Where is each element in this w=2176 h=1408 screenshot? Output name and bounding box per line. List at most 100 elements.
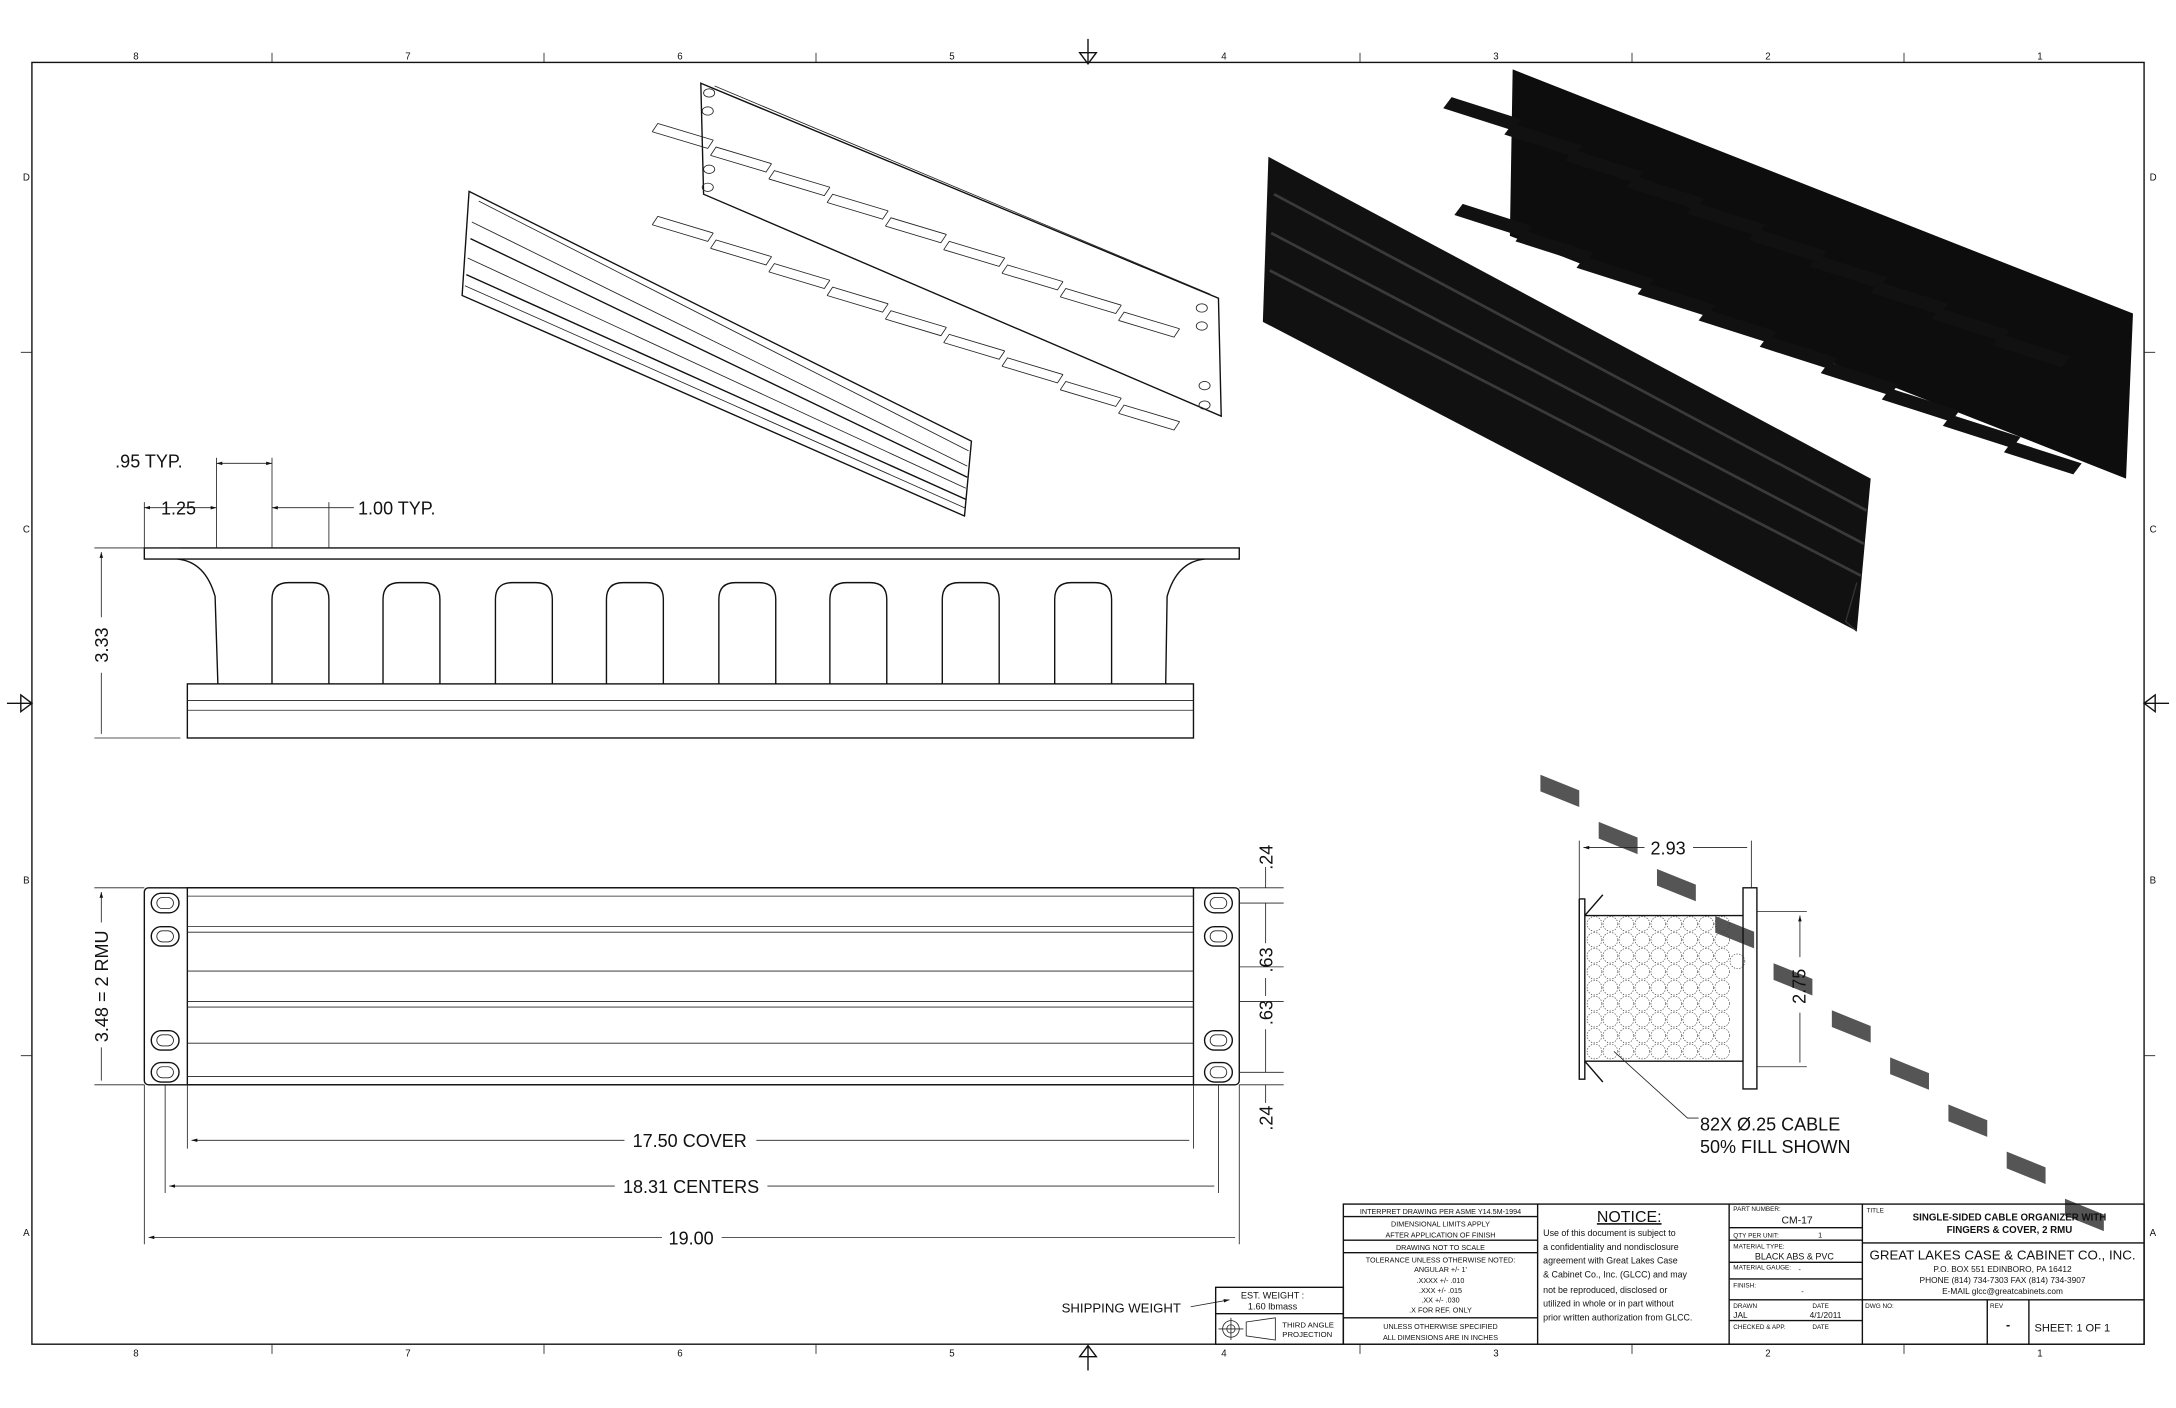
render-finger-lower (1515, 230, 1594, 264)
mounting-slot-inner (1209, 930, 1228, 943)
cable-circle (1602, 995, 1619, 1012)
render-slot (1948, 1104, 1988, 1137)
tolerance-angular: ANGULAR +/- 1' (1414, 1265, 1467, 1274)
finger-duct-isometric (651, 82, 1222, 431)
qty-value: 1 (1818, 1230, 1822, 1239)
cable-circle (1666, 948, 1683, 964)
render-finger-lower (1698, 309, 1777, 343)
cable-circle (1682, 1011, 1698, 1028)
cable-circle (1682, 1043, 1698, 1060)
cable-circle (1634, 964, 1651, 980)
interpret-note: INTERPRET DRAWING PER ASME Y14.5M-1994 (1360, 1207, 1521, 1216)
cable-circle (1698, 916, 1714, 932)
iso-mounting-hole (1195, 321, 1208, 331)
isometric-line-view (461, 82, 1222, 518)
iso-finger-upper (943, 240, 1006, 267)
iso-mounting-hole (703, 88, 716, 98)
zone-labels: 8 7 6 5 4 3 2 1 8 7 6 5 4 3 2 1 D C B A … (23, 52, 2157, 1360)
cable-circle (1729, 953, 1746, 970)
title-line1: SINGLE-SIDED CABLE ORGANIZER WITH (1913, 1213, 2107, 1224)
company-phone: PHONE (814) 734-7303 FAX (814) 734-3907 (1920, 1275, 2086, 1285)
render-finger-lower (1820, 362, 1899, 396)
zone-col-5: 5 (949, 52, 954, 63)
zone-col-2: 2 (1765, 52, 1770, 63)
notice-line: Use of this document is subject to (1543, 1228, 1676, 1238)
cable-circle (1618, 932, 1635, 948)
iso-finger-upper (826, 193, 889, 220)
cable-circle (1618, 1011, 1635, 1028)
cable-circle (1698, 1011, 1714, 1028)
iso-finger-upper (651, 122, 714, 149)
dim-rmu-height: 3.48 = 2 RMU (92, 930, 112, 1042)
cable-circle (1586, 1043, 1603, 1060)
iso-finger-lower (1059, 380, 1122, 407)
limits-line1: DIMENSIONAL LIMITS APPLY (1391, 1219, 1490, 1228)
cable-circle (1666, 964, 1683, 980)
dim-end-offset: 1.25 (161, 499, 196, 519)
finger-slot (829, 581, 888, 684)
cable-circle (1602, 1011, 1619, 1028)
render-finger-upper (1687, 202, 1766, 236)
projection-line2: PROJECTION (1282, 1330, 1332, 1339)
mounting-slot-inner (156, 897, 174, 910)
cable-circle (1634, 1043, 1651, 1060)
dim-overall-length: 19.00 (669, 1228, 714, 1248)
shipping-weight-block: SHIPPING WEIGHT EST. WEIGHT : 1.60 lbmas… (1062, 1286, 1345, 1345)
rev-label: REV (1990, 1303, 2004, 1310)
sheet-border (6, 38, 2170, 1371)
render-finger-upper (1931, 307, 2010, 342)
checked-date-label: DATE (1812, 1324, 1829, 1331)
finish-label: FINISH: (1733, 1282, 1756, 1289)
dim-slot-width: 1.00 TYP. (358, 499, 435, 519)
render-finger-lower (1637, 282, 1716, 317)
iso-mounting-hole (701, 182, 714, 192)
render-finger-upper (1626, 176, 1705, 210)
cable-circle (1698, 1043, 1714, 1060)
mounting-slot-inner (156, 930, 174, 943)
cable-circle (1634, 1027, 1651, 1044)
dim-side-width: 2.93 (1651, 839, 1686, 859)
zone-col-3: 3 (1493, 52, 1498, 63)
tolerance-3place: .XXX +/- .015 (1419, 1286, 1462, 1295)
cable-circle (1586, 1027, 1603, 1044)
render-slot (1656, 868, 1696, 902)
cable-circle (1714, 948, 1730, 964)
part-number: CM-17 (1782, 1216, 1813, 1227)
cable-circle (1602, 964, 1619, 980)
cable-circle (1650, 932, 1667, 948)
render-finger-upper (1504, 123, 1583, 157)
render-slot (1540, 774, 1580, 808)
center-arrow-top (1078, 38, 1098, 65)
notice-line: prior written authorization from GLCC. (1543, 1313, 1692, 1323)
cable-circle (1714, 1043, 1730, 1060)
cable-circle (1586, 995, 1603, 1012)
cable-circle (1602, 916, 1619, 932)
iso-finger-lower (651, 215, 714, 242)
cable-circle (1666, 995, 1683, 1012)
iso-finger-upper (885, 217, 947, 244)
title-label: TITLE (1867, 1207, 1884, 1214)
mounting-slot (150, 1029, 180, 1051)
center-arrow-right (2142, 693, 2170, 714)
title-line2: FINGERS & COVER, 2 RMU (1947, 1225, 2073, 1236)
iso-finger-lower (768, 263, 831, 290)
cable-circle (1618, 1043, 1635, 1060)
cable-circle (1602, 948, 1619, 964)
zone-col-6: 6 (677, 52, 682, 63)
render-finger-upper (1443, 97, 1521, 131)
mounting-slot (150, 925, 180, 947)
material-type-label: MATERIAL TYPE: (1733, 1243, 1784, 1250)
finger-slot (1054, 581, 1113, 684)
iso-mounting-hole (1198, 400, 1211, 410)
units-line1: UNLESS OTHERWISE SPECIFIED (1383, 1322, 1497, 1331)
zone-col-6-bottom: 6 (677, 1349, 682, 1360)
cable-circle (1666, 916, 1683, 932)
front-view: .95 TYP. 1.25 1.00 TYP. 3.33 (92, 451, 1240, 739)
iso-finger-upper (768, 170, 831, 197)
iso-mounting-hole (1195, 303, 1208, 313)
cable-circle (1650, 948, 1667, 964)
cable-callout-line1: 82X Ø.25 CABLE (1700, 1115, 1840, 1135)
iso-finger-lower (710, 239, 772, 266)
cable-circle (1714, 979, 1730, 996)
